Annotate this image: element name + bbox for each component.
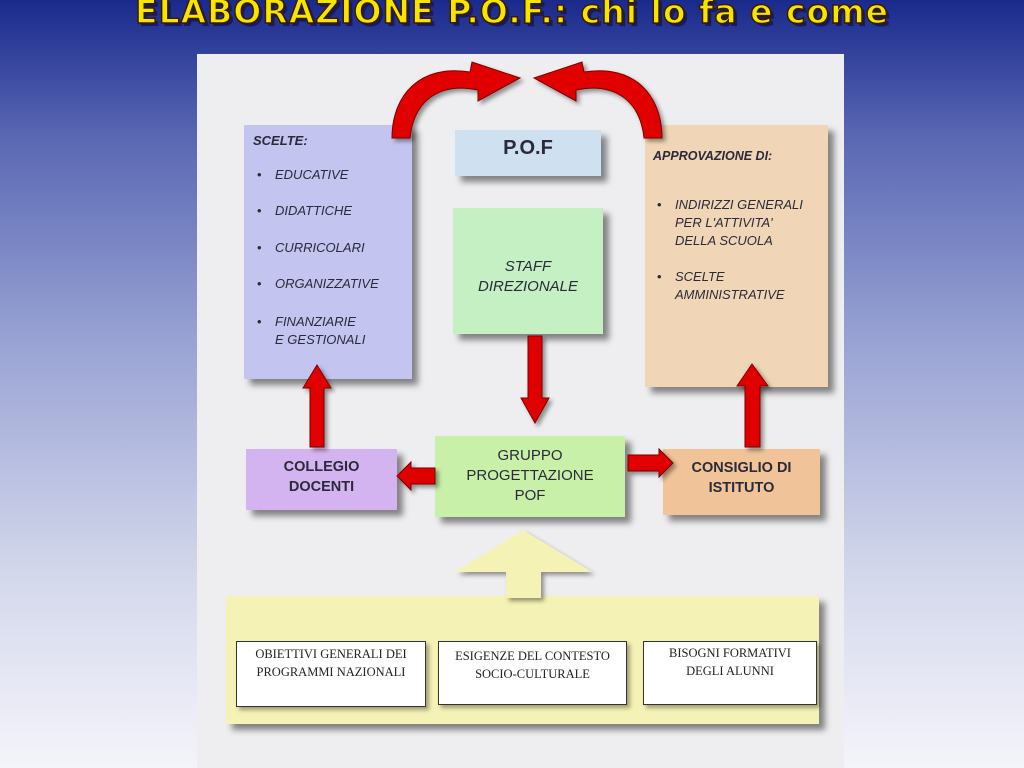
scelte-item-finanziarie: FINANZIARIE E GESTIONALI [253,313,404,349]
approvazione-item-indirizzi: INDIRIZZI GENERALI PER L'ATTIVITA' DELLA… [653,196,822,250]
input-bisogni: BISOGNI FORMATIVI DEGLI ALUNNI [643,641,817,705]
scelte-box: SCELTE: EDUCATIVE DIDATTICHE CURRICOLARI… [244,125,412,379]
scelte-item-curricolari: CURRICOLARI [253,240,404,256]
slide-title: ELABORAZIONE P.O.F.: chi lo fa e come [134,0,889,32]
gruppo-label: GRUPPO PROGETTAZIONE POF [466,446,594,504]
gruppo-box: GRUPPO PROGETTAZIONE POF [435,436,625,517]
input-esigenze: ESIGENZE DEL CONTESTO SOCIO-CULTURALE [438,641,627,705]
approvazione-item-scelte: SCELTE AMMINISTRATIVE [653,268,822,304]
approvazione-list: INDIRIZZI GENERALI PER L'ATTIVITA' DELLA… [653,196,822,304]
consiglio-box: CONSIGLIO DI ISTITUTO [663,449,820,515]
input-obiettivi-label: OBIETTIVI GENERALI DEI PROGRAMMI NAZIONA… [255,647,407,679]
scelte-item-organizzative: ORGANIZZATIVE [253,276,404,292]
input-obiettivi: OBIETTIVI GENERALI DEI PROGRAMMI NAZIONA… [236,641,426,707]
scelte-item-didattiche: DIDATTICHE [253,203,404,219]
input-bisogni-label: BISOGNI FORMATIVI DEGLI ALUNNI [669,646,791,678]
pof-label: P.O.F [503,136,553,159]
scelte-heading: SCELTE: [253,133,308,148]
scelte-item-educative: EDUCATIVE [253,167,404,183]
approvazione-heading: APPROVAZIONE DI: [653,149,773,163]
staff-box: STAFF DIREZIONALE [453,208,603,334]
input-esigenze-label: ESIGENZE DEL CONTESTO SOCIO-CULTURALE [455,649,610,681]
approvazione-box: APPROVAZIONE DI: INDIRIZZI GENERALI PER … [645,125,828,387]
collegio-label: COLLEGIO DOCENTI [283,458,360,495]
collegio-box: COLLEGIO DOCENTI [246,449,397,510]
pof-box: P.O.F [455,130,601,176]
consiglio-label: CONSIGLIO DI ISTITUTO [691,460,792,496]
staff-label: STAFF DIREZIONALE [477,258,579,295]
scelte-list: EDUCATIVE DIDATTICHE CURRICOLARI ORGANIZ… [253,167,404,349]
